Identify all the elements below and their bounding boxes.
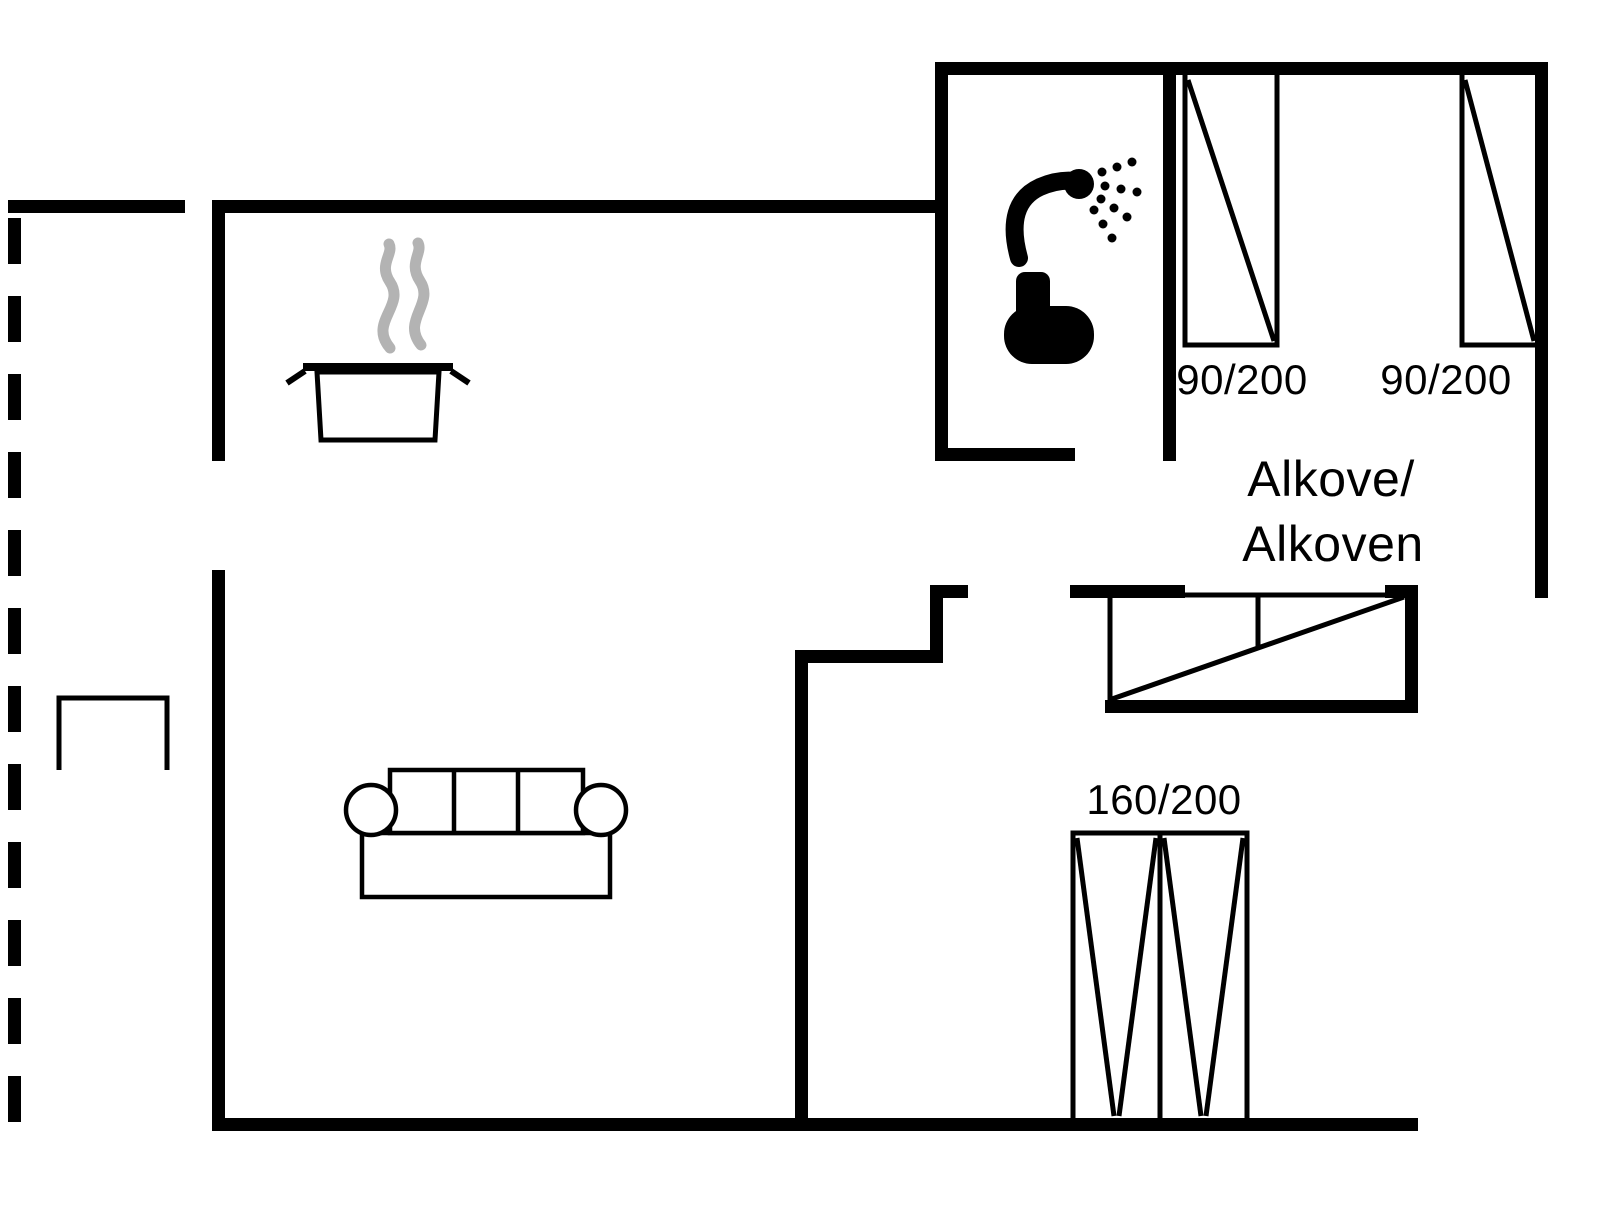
alcove-bed-symbol: [1107, 592, 1410, 703]
bed-left-size-label: 90/200: [1176, 356, 1308, 403]
double-bed-size-label: 160/200: [1086, 776, 1242, 823]
wall-annex-top: [8, 200, 185, 213]
wall-alcove-right: [1405, 585, 1418, 713]
wall-topright-top: [935, 62, 1548, 75]
alcove-label-line2: Alkoven: [1242, 516, 1424, 572]
wall-outer-right: [1535, 62, 1548, 598]
single-bed-right-symbol: [1459, 70, 1540, 348]
double-bed-symbol: [1070, 830, 1250, 1125]
alcove-label-line1: Alkove/: [1247, 451, 1415, 507]
wall-interior-vert: [795, 650, 808, 1131]
wall-alcove-bottom: [1105, 700, 1418, 713]
annex-door-symbol: [56, 695, 170, 770]
steam-icon: [377, 237, 430, 354]
wall-bathroom-bottom: [935, 448, 1075, 461]
sofa-icon: [343, 767, 629, 900]
bed-right-size-label: 90/200: [1380, 356, 1512, 403]
wall-left-dashed: [8, 218, 21, 1152]
wall-bathroom-left: [935, 62, 948, 461]
wall-bathroom-right: [1163, 62, 1176, 461]
wall-hall-vert: [930, 585, 943, 663]
wall-left-upper: [212, 200, 225, 461]
stove-pot-icon: [285, 363, 471, 443]
single-bed-left-symbol: [1182, 70, 1280, 348]
toilet-icon: [1004, 272, 1094, 364]
shower-icon: [1005, 157, 1142, 267]
wall-left-lower: [212, 570, 225, 1131]
wall-interior-horiz: [795, 650, 943, 663]
wall-top-main: [212, 200, 948, 213]
